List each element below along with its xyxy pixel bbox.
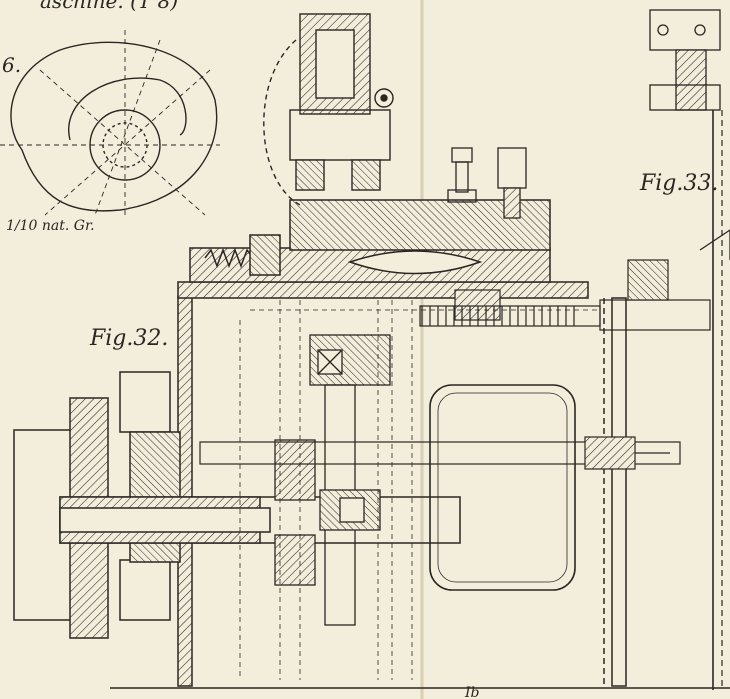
machine-frame — [177, 199, 627, 687]
cam-figure — [0, 30, 220, 216]
right-bracket — [649, 9, 730, 690]
scale-note: 1/10 nat. Gr. — [6, 218, 95, 234]
fig32-label: Fig.32. — [89, 326, 168, 351]
fig-left-number: 6. — [2, 53, 21, 77]
header-fragment: aschine. (T 8) — [40, 0, 178, 13]
bottom-mark: Ib — [464, 685, 480, 699]
feed-screw — [419, 259, 711, 331]
top-studs — [447, 147, 527, 219]
frame-window-inner — [437, 392, 568, 583]
flywheel-section — [13, 371, 461, 639]
gear-column — [274, 334, 391, 626]
frame-window — [429, 384, 576, 591]
horizontal-shaft — [199, 436, 681, 470]
hidden-lines — [239, 300, 600, 680]
valve-housing — [263, 13, 394, 206]
fig33-label: Fig.33. — [639, 171, 718, 196]
